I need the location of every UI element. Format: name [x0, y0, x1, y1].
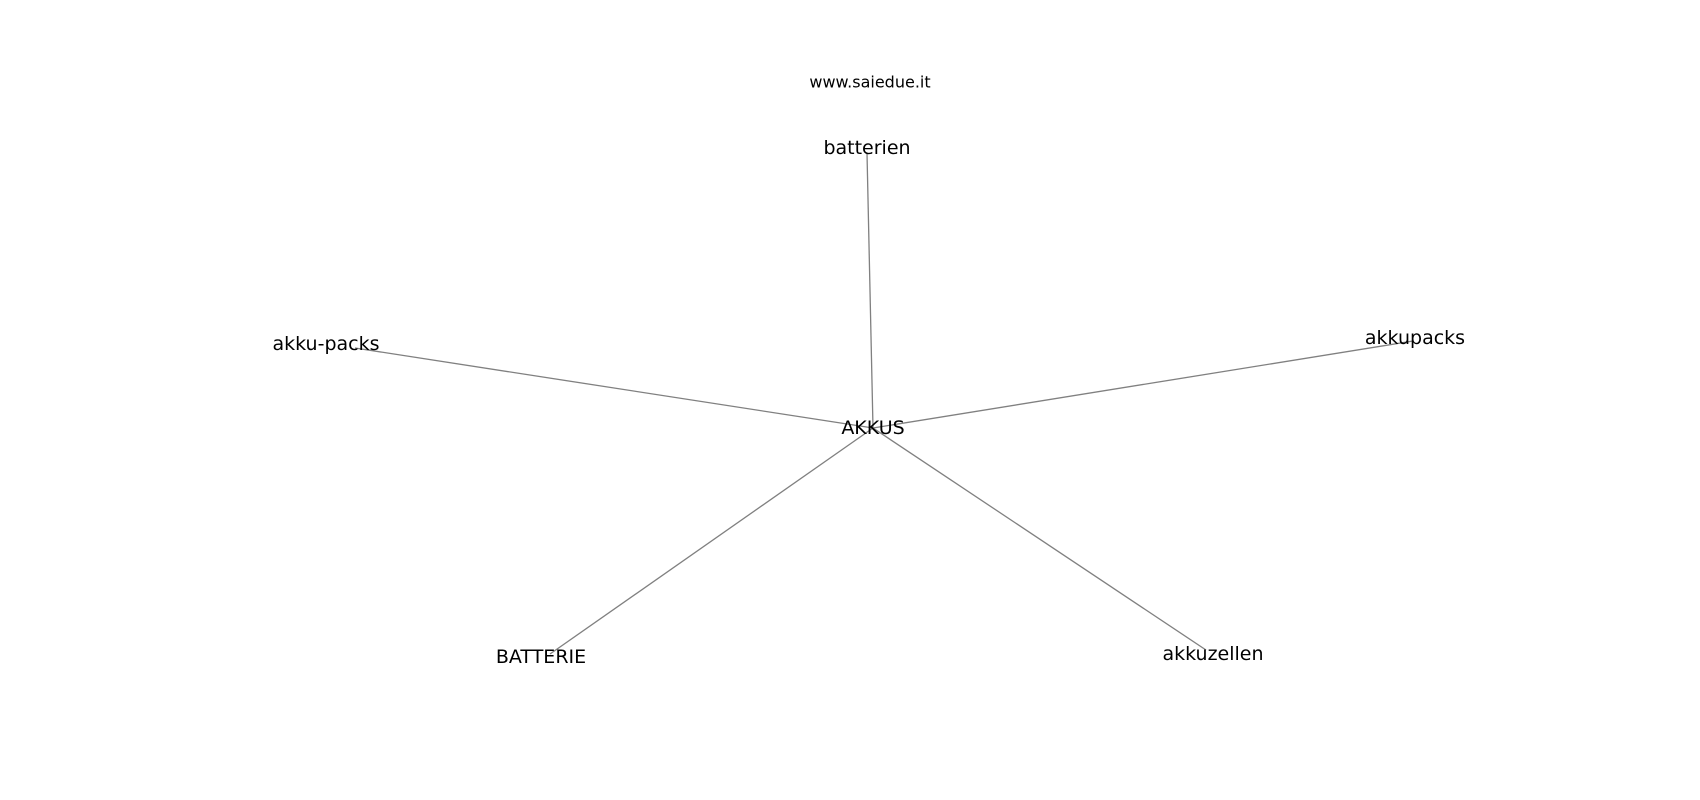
node-label-akkupacks: akkupacks [1365, 327, 1465, 349]
edge-akkus-akku-packs [354, 347, 874, 429]
source-watermark: www.saiedue.it [809, 73, 930, 92]
node-label-akku-packs: akku-packs [272, 333, 379, 355]
node-label-center: AKKUS [841, 417, 904, 439]
node-label-akkuzellen: akkuzellen [1162, 643, 1263, 665]
edge-akkus-akkupacks [872, 340, 1414, 429]
label-group: www.saiedue.it AKKUS batterien akku-pack… [272, 73, 1465, 669]
node-label-batterien: batterien [823, 137, 910, 159]
edge-group [354, 152, 1414, 655]
edge-akkus-batterien [866, 152, 874, 429]
edge-akkus-akkuzellen [872, 427, 1207, 651]
edge-akkus-batterie [549, 427, 874, 655]
node-label-batterie: BATTERIE [496, 646, 586, 668]
